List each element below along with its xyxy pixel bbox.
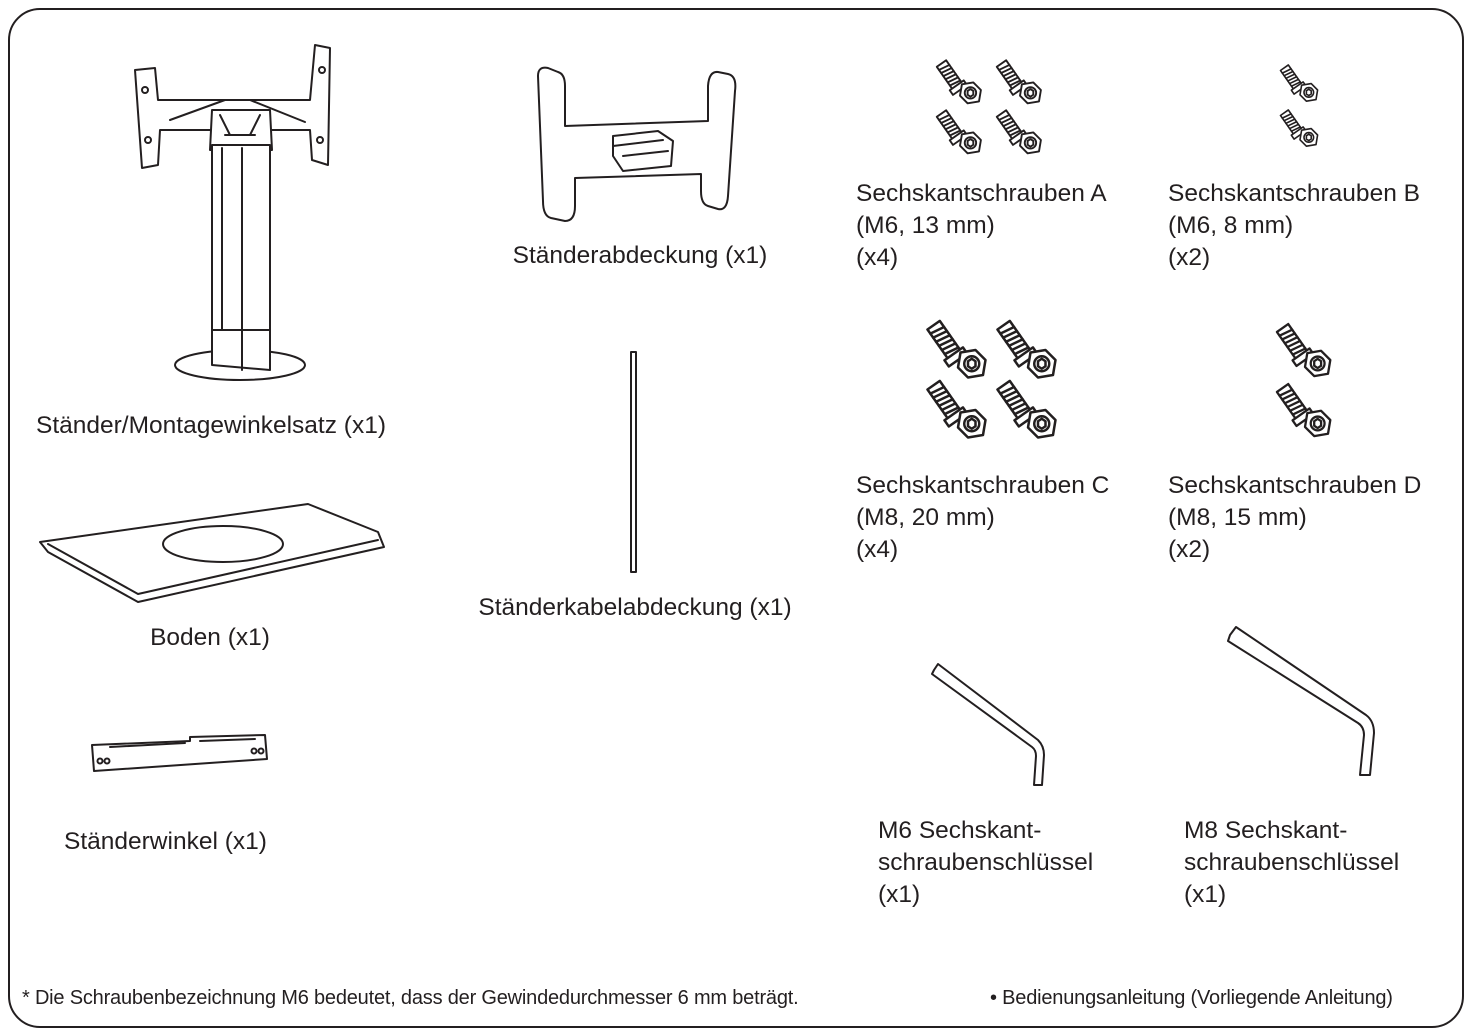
stand-cover-illustration [537,66,737,222]
wrench-m8-label: M8 Sechskant- schraubenschlüssel (x1) [1184,817,1400,908]
screws-d-illustration [1272,320,1332,438]
cable-cover-illustration [630,351,637,573]
base-label: Boden (x1) [150,624,270,651]
stand-cover-label: Ständerabdeckung (x1) [512,242,768,269]
wrench-m6-illustration [931,663,1045,786]
screws-b-label: Sechskantschrauben B (M6, 8 mm) (x2) [1168,180,1420,271]
cable-cover-label: Ständerkabelabdeckung (x1) [478,594,792,621]
wrench-m8-illustration [1227,626,1375,776]
screws-a-illustration [933,57,1042,155]
screw-size-note: * Die Schraubenbezeichnung M6 bedeutet, … [22,987,799,1009]
screws-c-label: Sechskantschrauben C (M8, 20 mm) (x4) [856,472,1110,563]
screws-c-illustration [923,317,1057,439]
screws-a-label: Sechskantschrauben A (M6, 13 mm) (x4) [856,180,1107,271]
screws-b-illustration [1277,62,1319,147]
stand-kit-illustration [134,44,331,381]
manual-note: • Bedienungsanleitung (Vorliegende Anlei… [990,987,1393,1009]
screws-d-label: Sechskantschrauben D (M8, 15 mm) (x2) [1168,472,1422,563]
stand-bracket-illustration [91,734,268,772]
stand-kit-label: Ständer/Montagewinkelsatz (x1) [36,412,386,439]
stand-bracket-label: Ständerwinkel (x1) [64,828,267,855]
base-illustration [39,503,385,603]
wrench-m6-label: M6 Sechskant- schraubenschlüssel (x1) [878,817,1094,908]
